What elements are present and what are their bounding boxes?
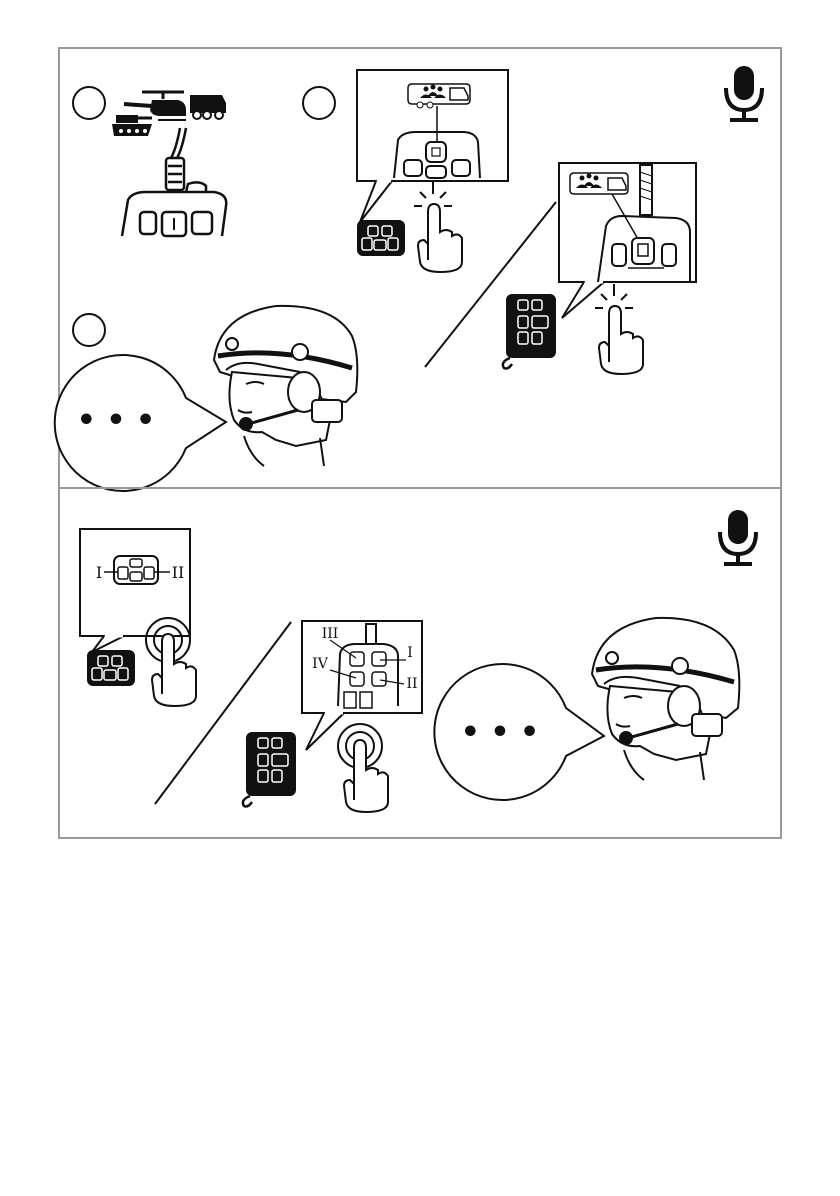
ptt-remote-icon	[243, 732, 296, 807]
step-marker-3	[73, 314, 105, 346]
ptt-remote-icon	[87, 650, 135, 686]
finger-tap-icon	[595, 284, 643, 374]
adapter-label-iii: III	[322, 626, 339, 642]
microphone-icon	[720, 510, 756, 564]
channel-label-right: II	[172, 563, 185, 582]
speech-text: • • •	[77, 403, 155, 438]
group-icon	[408, 84, 470, 108]
tank-icon	[112, 115, 152, 136]
microphone-icon	[726, 66, 762, 120]
step-marker-2	[303, 87, 335, 119]
truck-icon	[190, 95, 226, 119]
adapter-label-ii: II	[406, 676, 417, 692]
ptt-remote-icon	[357, 220, 405, 256]
speech-bubble-icon: • • •	[434, 664, 604, 800]
channel-zoom-callout	[80, 529, 190, 652]
finger-hold-icon	[338, 724, 388, 812]
ptt-remote-icon	[503, 294, 556, 369]
helmet-headset-icon	[592, 618, 739, 780]
group-icon	[570, 173, 628, 194]
ptt-zoom-callout	[357, 70, 508, 222]
speech-text-bottom: • • •	[461, 715, 539, 750]
finger-tap-icon	[414, 182, 462, 272]
adapter-label-iv: IV	[312, 656, 329, 672]
step-marker-1	[73, 87, 105, 119]
adapter-label-i: I	[407, 645, 413, 661]
radio-with-cable	[122, 128, 226, 236]
helmet-headset-icon	[214, 306, 357, 466]
adapter-channel-callout	[302, 621, 422, 750]
channel-label-left: I	[96, 563, 102, 582]
speech-bubble-icon: • • •	[55, 355, 226, 491]
